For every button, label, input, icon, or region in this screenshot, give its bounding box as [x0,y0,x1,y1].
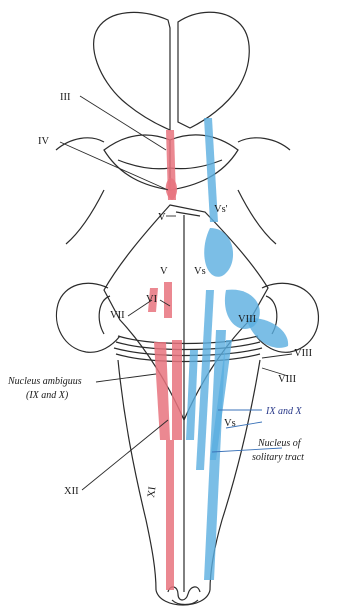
label-cn8-upper: VIII [294,348,313,359]
left-upper-lobe [94,12,170,130]
label-cn5-top: V [158,212,166,223]
label-vs-top: Vs' [214,204,228,215]
principal-sensory-trigeminal [204,228,233,277]
label-vs-mid: Vs [194,266,206,277]
label-solitary-1: Nucleus of [257,438,302,449]
left-lateral-inner [99,296,110,334]
label-cn6: VI [146,294,158,305]
brainstem-outline [56,12,318,605]
cord-bottom [156,590,210,605]
label-ix-and-x: IX and X [265,406,302,417]
label-cn4: IV [38,136,49,147]
accessory-nucleus [166,440,174,590]
label-nucleus-ambiguus-2: (IX and X) [26,390,69,401]
label-nucleus-ambiguus-1: Nucleus ambiguus [7,376,82,387]
fossa-inner [176,212,200,216]
colliculus-arc-left [118,160,170,169]
label-solitary-2: solitary tract [252,452,304,463]
label-cn8-left: VIII [238,314,257,325]
hypoglossal-nucleus [172,340,182,440]
label-cn7: VII [110,310,125,321]
peduncle-right [238,190,276,244]
label-cn5-mid: V [160,266,168,277]
label-cn8-lower: VIII [278,374,297,385]
peduncle-left [66,190,104,244]
label-xi: XI [146,485,159,498]
medulla-left [118,360,156,590]
right-upper-lobe [178,12,249,128]
label-vs-lower: Vs [224,418,236,429]
labels: III IV V Vs' V Vs VI VII VIII VIII VIII … [7,92,313,498]
abducens-nucleus [164,282,172,318]
label-cn3: III [60,92,71,103]
label-cn12: XII [64,486,79,497]
